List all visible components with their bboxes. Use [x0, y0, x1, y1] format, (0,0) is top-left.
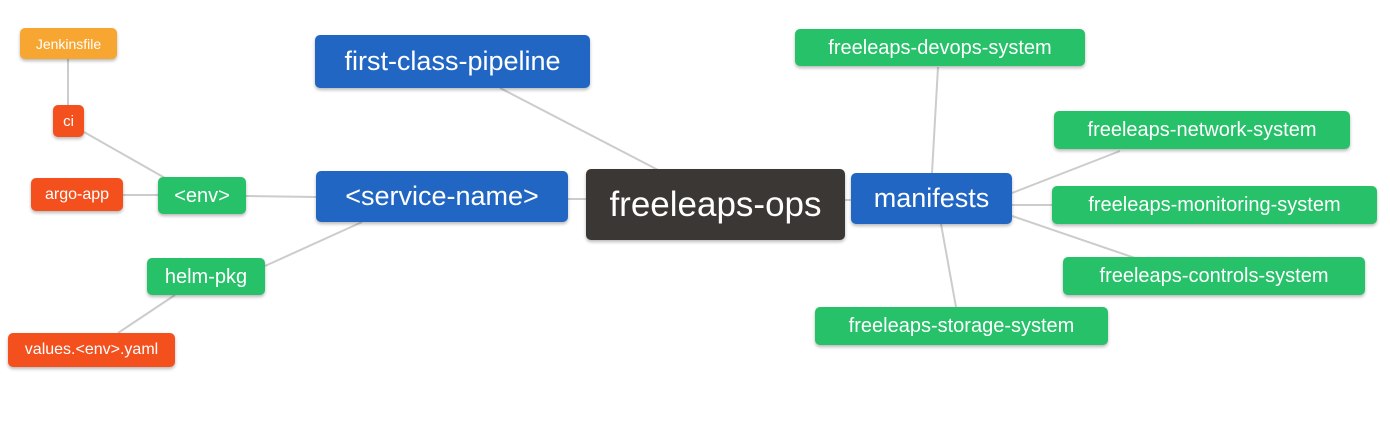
edge-env-service-name [245, 195, 317, 198]
edge-first-class-pipeline-root [499, 87, 661, 172]
node-first-class-pipeline[interactable]: first-class-pipeline [315, 35, 590, 88]
edge-helm-pkg-values-env-yaml [117, 294, 176, 334]
node-argo-app-label: argo-app [44, 185, 110, 203]
node-freeleaps-storage-system-label: freeleaps-storage-system [848, 315, 1075, 337]
node-manifests-label: manifests [873, 183, 990, 213]
node-freeleaps-storage-system[interactable]: freeleaps-storage-system [815, 307, 1108, 345]
node-freeleaps-monitoring-system-label: freeleaps-monitoring-system [1088, 194, 1341, 216]
edge-manifests-storage-system [940, 223, 957, 308]
node-freeleaps-devops-system[interactable]: freeleaps-devops-system [795, 29, 1085, 66]
node-argo-app[interactable]: argo-app [31, 178, 123, 211]
node-freeleaps-ops-label: freeleaps-ops [609, 185, 822, 224]
node-service-name[interactable]: <service-name> [316, 171, 568, 222]
node-service-name-label: <service-name> [345, 181, 539, 211]
edge-manifests-devops-system [931, 66, 939, 174]
node-freeleaps-monitoring-system[interactable]: freeleaps-monitoring-system [1052, 186, 1377, 224]
node-ci-label: ci [63, 112, 74, 130]
node-ci[interactable]: ci [53, 105, 84, 137]
node-env[interactable]: <env> [158, 177, 246, 214]
edge-manifests-network-system [1011, 150, 1121, 194]
node-env-label: <env> [174, 184, 230, 207]
node-helm-pkg[interactable]: helm-pkg [147, 258, 265, 295]
node-freeleaps-network-system-label: freeleaps-network-system [1087, 119, 1317, 141]
node-freeleaps-devops-system-label: freeleaps-devops-system [828, 36, 1052, 59]
edge-service-name-helm-pkg [264, 221, 363, 267]
node-freeleaps-controls-system-label: freeleaps-controls-system [1099, 265, 1329, 287]
node-jenkinsfile[interactable]: Jenkinsfile [20, 28, 117, 59]
node-helm-pkg-label: helm-pkg [164, 265, 248, 288]
node-values-env-yaml-label: values.<env>.yaml [24, 341, 159, 358]
node-jenkinsfile-label: Jenkinsfile [35, 35, 102, 52]
node-freeleaps-controls-system[interactable]: freeleaps-controls-system [1063, 257, 1365, 295]
edge-manifests-controls-system [1011, 215, 1136, 259]
node-first-class-pipeline-label: first-class-pipeline [344, 46, 561, 76]
node-freeleaps-network-system[interactable]: freeleaps-network-system [1054, 111, 1350, 149]
node-values-env-yaml[interactable]: values.<env>.yaml [8, 333, 175, 367]
node-manifests[interactable]: manifests [851, 173, 1012, 224]
edge-ci-env [83, 131, 166, 179]
node-freeleaps-ops-root[interactable]: freeleaps-ops [586, 169, 845, 240]
